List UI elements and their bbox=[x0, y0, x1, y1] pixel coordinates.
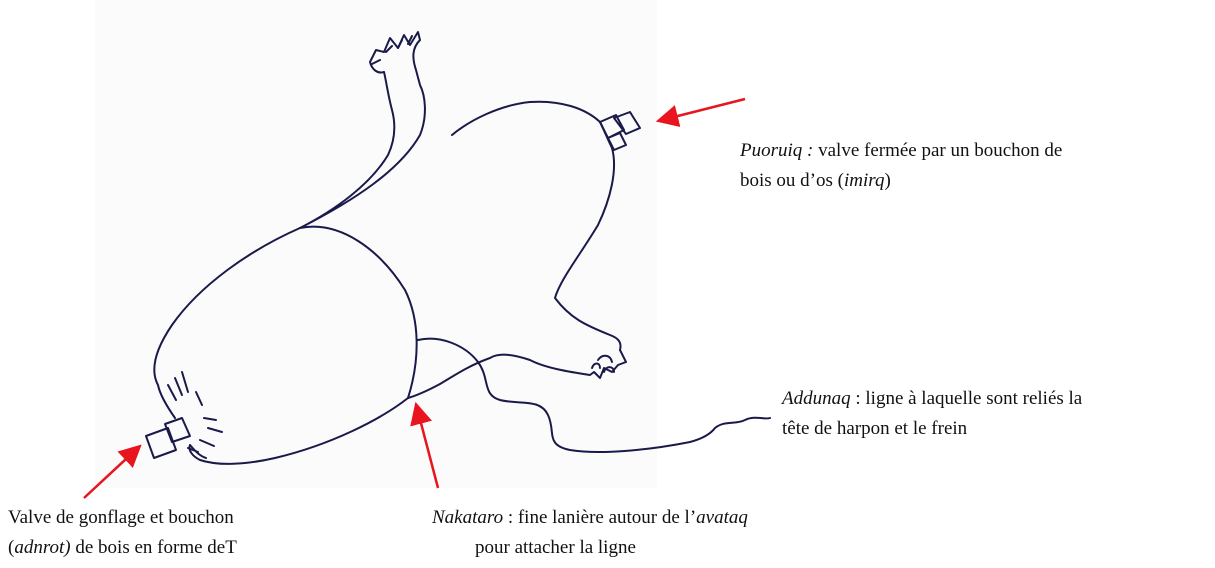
addunaq-desc-line2: tête de harpon et le frein bbox=[782, 418, 968, 439]
float-outline bbox=[145, 31, 771, 465]
nakataro-desc-line2: pour attacher la ligne bbox=[475, 537, 636, 558]
body-right-contour bbox=[451, 100, 601, 136]
valve-paren-open: ( bbox=[8, 537, 15, 558]
addunaq-term: Addunaq bbox=[782, 388, 851, 409]
valve-desc-line2: de bois en forme deT bbox=[70, 537, 237, 558]
body-division bbox=[299, 225, 418, 399]
puoruiq-term: Puoruiq : bbox=[740, 140, 814, 161]
arrow-nakataro bbox=[410, 401, 440, 489]
lower-flipper bbox=[439, 349, 627, 385]
valve-desc-line1: Valve de gonflage et bouchon bbox=[8, 507, 234, 528]
label-valve: Valve de gonflage et bouchon (adnrot) de… bbox=[8, 503, 237, 563]
imirq-term: imirq bbox=[843, 170, 885, 191]
avataq-term: avataq bbox=[696, 507, 748, 528]
puoruiq-desc-line2-end: ) bbox=[884, 170, 891, 191]
puoruiq-desc-line2-start: bois ou d’os ( bbox=[740, 170, 844, 191]
drawing-background bbox=[95, 0, 657, 488]
label-addunaq: Addunaq : ligne à laquelle sont reliés l… bbox=[782, 384, 1082, 444]
arrow-valve bbox=[83, 444, 142, 499]
bottom-valve-shape bbox=[145, 417, 191, 459]
puoruiq-desc-line1: valve fermée par un bouchon de bbox=[813, 140, 1063, 161]
label-puoruiq: Puoruiq : valve fermée par un bouchon de… bbox=[740, 136, 1062, 196]
nakataro-desc-line1: : fine lanière autour de l’ bbox=[503, 507, 697, 528]
addunaq-line bbox=[417, 337, 771, 453]
label-nakataro: Nakataro : fine lanière autour de l’avat… bbox=[432, 503, 748, 563]
addunaq-desc-line1: : ligne à laquelle sont reliés la bbox=[850, 388, 1083, 409]
upper-flipper bbox=[299, 31, 426, 229]
arrow-puoruiq bbox=[655, 97, 746, 127]
callout-arrows bbox=[83, 97, 746, 499]
nakataro-term: Nakataro bbox=[432, 507, 504, 528]
lower-body bbox=[153, 227, 301, 419]
adnrot-term: adnrot) bbox=[14, 537, 71, 558]
